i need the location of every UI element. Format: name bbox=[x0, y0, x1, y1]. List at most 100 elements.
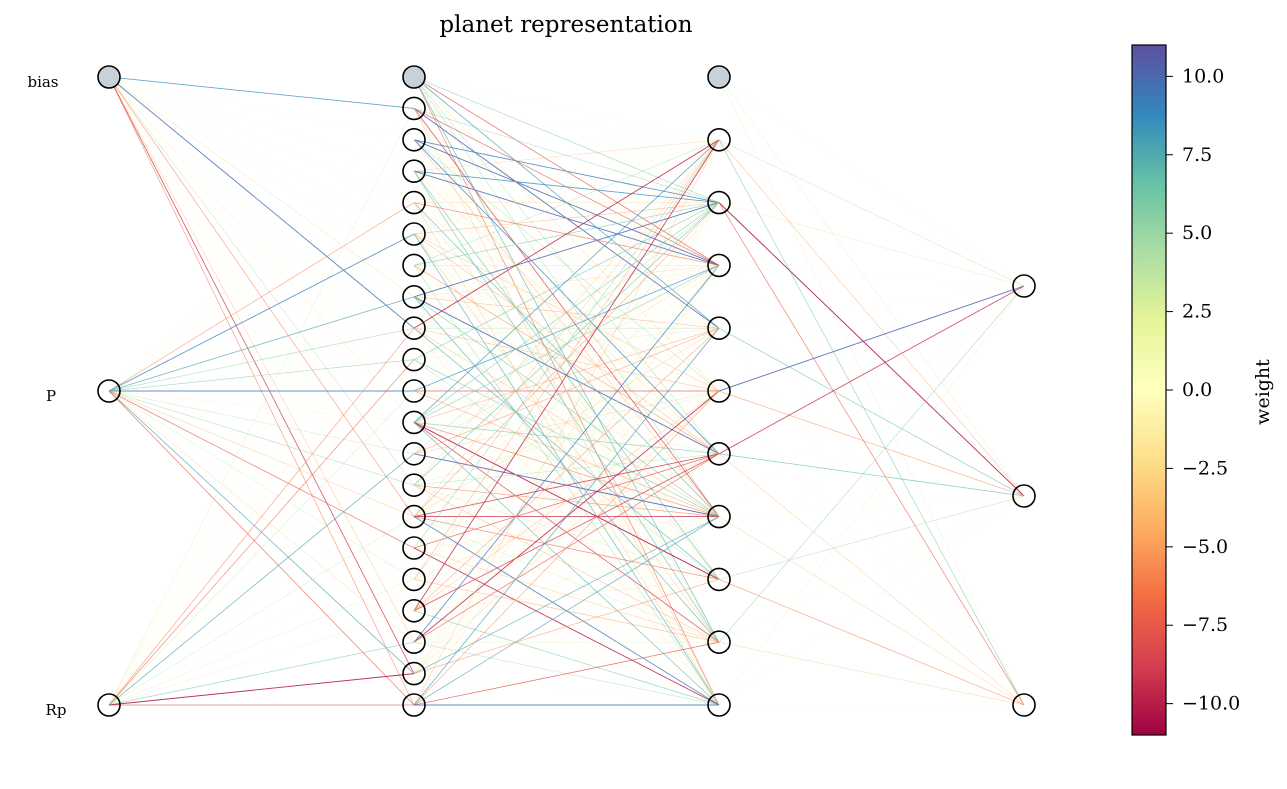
neuron-node bbox=[707, 567, 731, 592]
weight-edge bbox=[718, 327, 1025, 497]
weight-edge bbox=[413, 139, 720, 423]
weight-edge bbox=[413, 265, 720, 329]
weight-edge bbox=[718, 139, 1025, 497]
weight-edge bbox=[108, 359, 415, 706]
neuron-node bbox=[402, 661, 426, 686]
colorbar-tick-label: 5.0 bbox=[1182, 222, 1212, 244]
weight-edge bbox=[108, 673, 415, 706]
weight-edge bbox=[413, 453, 720, 706]
weight-edge bbox=[413, 139, 720, 266]
weight-edge bbox=[108, 422, 415, 706]
weight-edge bbox=[413, 390, 720, 423]
weight-edge bbox=[108, 76, 415, 235]
weight-edge bbox=[718, 285, 1025, 517]
weight-edge bbox=[718, 76, 1025, 287]
weight-edge bbox=[413, 76, 720, 141]
weight-edge bbox=[413, 139, 720, 454]
weight-edge bbox=[718, 202, 1025, 497]
weight-edge bbox=[413, 422, 720, 455]
weight-edge bbox=[108, 76, 415, 298]
weight-edge bbox=[413, 139, 720, 204]
neuron-node bbox=[97, 379, 121, 403]
bias-node bbox=[97, 65, 121, 89]
weight-edge bbox=[413, 327, 720, 612]
weight-edge bbox=[718, 641, 1025, 706]
weight-edge bbox=[108, 390, 415, 706]
weight-edge bbox=[108, 76, 415, 329]
weight-edge bbox=[718, 495, 1025, 643]
weight-edge bbox=[718, 579, 1025, 706]
weight-edge bbox=[413, 202, 720, 611]
weight-edge bbox=[413, 327, 720, 706]
input-label-rp: Rp bbox=[46, 701, 67, 719]
connection-edges bbox=[108, 76, 1025, 706]
weight-edge bbox=[413, 516, 720, 706]
weight-edge bbox=[413, 108, 720, 141]
weight-edge bbox=[413, 139, 720, 172]
weight-edge bbox=[413, 202, 720, 329]
weight-edge bbox=[108, 390, 415, 486]
weight-edge bbox=[413, 265, 720, 643]
weight-edge bbox=[108, 76, 415, 172]
neuron-node bbox=[707, 128, 731, 152]
weight-edge bbox=[413, 202, 720, 392]
weight-edge bbox=[413, 139, 720, 203]
weight-edge bbox=[413, 139, 720, 517]
weight-edge bbox=[108, 327, 415, 392]
weight-edge bbox=[413, 265, 720, 611]
weight-edge bbox=[108, 641, 415, 706]
neuron-node bbox=[707, 504, 731, 529]
weight-edge bbox=[718, 202, 1025, 287]
weight-edge bbox=[718, 495, 1025, 580]
weight-edge bbox=[718, 390, 1025, 706]
neuron-node bbox=[707, 693, 731, 717]
neuron-node bbox=[97, 693, 121, 717]
weight-edge bbox=[413, 453, 720, 706]
weight-edge bbox=[108, 202, 415, 706]
colorbar-tick-label: −5.0 bbox=[1182, 536, 1228, 558]
weight-edge bbox=[413, 610, 720, 706]
weight-edge bbox=[718, 495, 1025, 517]
weight-edge bbox=[413, 390, 720, 674]
colorbar: 10.07.55.02.50.0−2.5−5.0−7.5−10.0 weight bbox=[1131, 44, 1274, 736]
weight-edge bbox=[108, 327, 415, 706]
weight-edge bbox=[108, 453, 415, 706]
weight-edge bbox=[108, 233, 415, 392]
weight-edge bbox=[413, 327, 720, 549]
neuron-node bbox=[402, 536, 426, 560]
weight-edge bbox=[413, 139, 720, 392]
weight-edge bbox=[413, 390, 720, 580]
neuron-node bbox=[707, 253, 731, 278]
weight-edge bbox=[108, 390, 415, 611]
colorbar-tick-label: 7.5 bbox=[1182, 144, 1212, 166]
weight-edge bbox=[413, 579, 720, 706]
input-label-p: P bbox=[46, 387, 56, 405]
weight-edge bbox=[108, 233, 415, 706]
weight-edge bbox=[108, 139, 415, 706]
weight-edge bbox=[108, 76, 415, 109]
weight-edge bbox=[413, 328, 720, 674]
weight-edge bbox=[413, 265, 720, 549]
neuron-node bbox=[402, 693, 426, 717]
neuron-node bbox=[402, 410, 426, 435]
weight-edge bbox=[718, 516, 1025, 706]
weight-edge bbox=[413, 139, 720, 486]
weight-edge bbox=[413, 328, 720, 643]
weight-edge bbox=[413, 390, 720, 612]
weight-edge bbox=[108, 265, 415, 392]
neuron-node bbox=[402, 504, 426, 529]
neuron-node bbox=[1012, 484, 1036, 508]
weight-edge bbox=[108, 579, 415, 706]
weight-edge bbox=[413, 202, 720, 674]
neuron-node bbox=[402, 598, 426, 623]
neuron-node bbox=[402, 159, 426, 183]
weight-edge bbox=[108, 547, 415, 706]
weight-edge bbox=[108, 296, 415, 392]
weight-edge bbox=[413, 76, 720, 203]
weight-edge bbox=[108, 76, 415, 140]
weight-edge bbox=[413, 579, 720, 674]
weight-edge bbox=[718, 76, 1025, 706]
neuron-node bbox=[402, 222, 426, 246]
neuron-node bbox=[707, 190, 731, 215]
weight-edge bbox=[413, 327, 720, 455]
